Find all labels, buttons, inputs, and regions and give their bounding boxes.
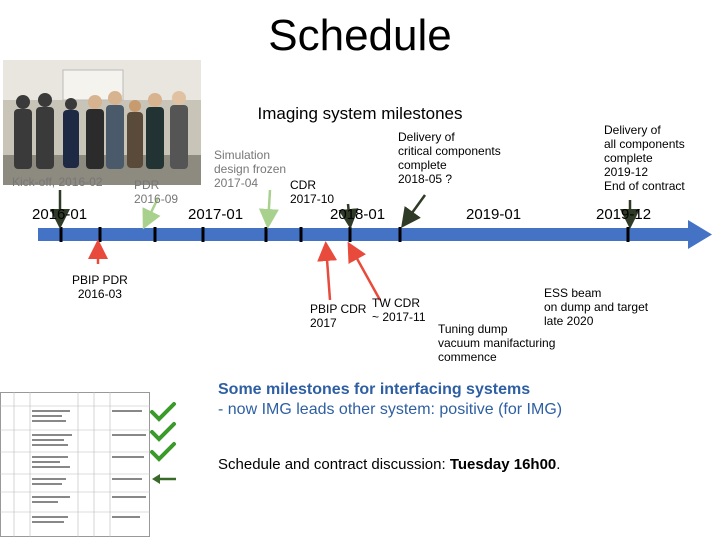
year-2016-01: 2016-01 — [32, 206, 88, 223]
interfacing-note: Some milestones for interfacing systems … — [218, 380, 562, 420]
arrow-pdr — [142, 197, 161, 230]
arrow-delivery-critical — [401, 194, 427, 229]
milestone-tuning-dump: Tuning dump vacuum manifacturing commenc… — [438, 322, 556, 364]
year-2019-01: 2019-01 — [466, 206, 522, 223]
milestone-delivery-all: Delivery of all components complete 2019… — [604, 123, 685, 193]
year-2018-01: 2018-01 — [330, 206, 386, 223]
year-2017-01: 2017-01 — [188, 206, 244, 223]
check-icon — [150, 422, 176, 442]
status-marks — [150, 402, 176, 484]
check-icon — [150, 402, 176, 422]
arrow-tw-cdr — [347, 241, 382, 301]
subtitle: Imaging system milestones — [257, 104, 463, 123]
schedule-discussion-note: Schedule and contract discussion: Tuesda… — [218, 456, 561, 473]
milestone-table-thumbnail — [0, 392, 150, 537]
milestone-pbip-cdr: PBIP CDR 2017 — [310, 302, 367, 330]
interfacing-note-line1: Some milestones for interfacing systems — [218, 381, 531, 398]
timeline-bar — [38, 220, 712, 249]
arrow-cdr — [338, 203, 359, 229]
left-arrow-icon — [152, 474, 176, 484]
milestone-pbip-pdr: PBIP PDR 2016-03 — [72, 273, 128, 301]
interfacing-note-line2: - now IMG leads other system: positive (… — [218, 401, 563, 418]
milestone-delivery-critical: Delivery of critical components complete… — [398, 130, 501, 186]
team-photo — [3, 60, 201, 185]
milestone-simulation: Simulation design frozen 2017-04 — [214, 148, 287, 190]
milestone-tw-cdr: TW CDR ~ 2017-11 — [372, 296, 426, 324]
page-title: Schedule — [268, 11, 452, 60]
arrow-simulation — [258, 189, 279, 229]
milestone-pdr: PDR 2016-09 — [134, 178, 179, 206]
year-2019-12: 2019-12 — [596, 206, 652, 223]
milestone-kickoff: Kick-off, 2016-02 — [12, 175, 103, 189]
milestone-ess-beam: ESS beam on dump and target late 2020 — [544, 286, 649, 328]
milestone-cdr: CDR 2017-10 — [290, 178, 335, 206]
check-icon — [150, 442, 176, 462]
arrow-pbip-cdr — [317, 241, 338, 301]
